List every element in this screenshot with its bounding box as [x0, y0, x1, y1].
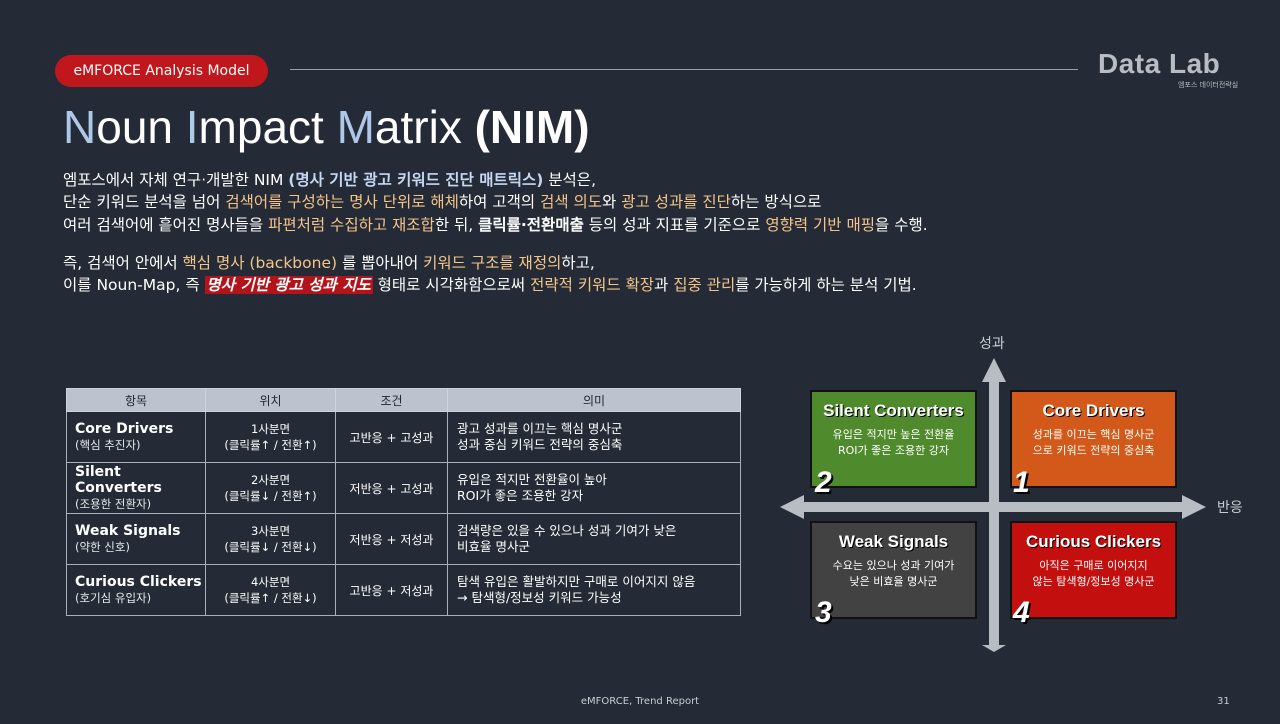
- table-header-row: 항목 위치 조건 의미: [66, 388, 741, 412]
- y-axis-label: 성과: [979, 336, 1005, 352]
- intro-line-4: 즉, 검색어 안에서 핵심 명사 (backbone) 를 뽑아내어 키워드 구…: [63, 254, 595, 272]
- logo-text: Data Lab: [1098, 48, 1221, 79]
- cell-position: 3사분면(클릭률↓ / 전환↓): [205, 513, 336, 565]
- cell-position: 1사분면(클릭률↑ / 전환↑): [205, 411, 336, 463]
- footer-text: eMFORCE, Trend Report: [580, 696, 700, 707]
- cell-item: Silent Converters(조용한 전환자): [66, 462, 206, 514]
- quadrant-number-3: 3: [815, 596, 832, 629]
- table-row: Weak Signals(약한 신호) 3사분면(클릭률↓ / 전환↓) 저반응…: [66, 513, 741, 565]
- cell-position: 2사분면(클릭률↓ / 전환↑): [205, 462, 336, 514]
- table-row: Silent Converters(조용한 전환자) 2사분면(클릭률↓ / 전…: [66, 462, 741, 514]
- cell-condition: 고반응 + 저성과: [335, 564, 448, 616]
- matrix-axes: [780, 358, 1206, 652]
- cell-item: Curious Clickers(호기심 유입자): [66, 564, 206, 616]
- quadrant-number-2: 2: [815, 466, 832, 499]
- cell-item: Weak Signals(약한 신호): [66, 513, 206, 565]
- x-axis-label: 반응: [1217, 500, 1243, 516]
- intro-line-2: 단순 키워드 분석을 넘어 검색어를 구성하는 명사 단위로 해체하여 고객의 …: [63, 193, 822, 211]
- header-condition: 조건: [335, 388, 448, 412]
- cell-meaning: 탐색 유입은 활발하지만 구매로 이어지지 않음→ 탐색형/정보성 키워드 가능…: [447, 564, 741, 616]
- cell-item: Core Drivers(핵심 추진자): [66, 411, 206, 463]
- data-lab-logo: Data Lab 엠포스 데이터전략실: [1098, 48, 1238, 93]
- x-axis-arrow: [780, 495, 1206, 519]
- page-title: Noun Impact Matrix (NIM): [63, 101, 590, 153]
- header-position: 위치: [205, 388, 336, 412]
- table-row: Curious Clickers(호기심 유입자) 4사분면(클릭률↑ / 전환…: [66, 564, 741, 616]
- page-number: 31: [1217, 696, 1230, 707]
- intro-line-1: 엠포스에서 자체 연구·개발한 NIM (명사 기반 광고 키워드 진단 매트릭…: [63, 171, 596, 189]
- intro-line-3: 여러 검색어에 흩어진 명사들을 파편처럼 수집하고 재조합한 뒤, 클릭률·전…: [63, 216, 928, 234]
- cell-condition: 고반응 + 고성과: [335, 411, 448, 463]
- logo-subtext: 엠포스 데이터전략실: [1178, 81, 1239, 89]
- model-badge: eMFORCE Analysis Model: [55, 55, 268, 87]
- header-item: 항목: [66, 388, 206, 412]
- header-meaning: 의미: [447, 388, 741, 412]
- quadrant-number-4: 4: [1013, 596, 1030, 629]
- quadrant-table: 항목 위치 조건 의미 Core Drivers(핵심 추진자) 1사분면(클릭…: [66, 388, 741, 616]
- intro-line-5: 이를 Noun-Map, 즉 명사 기반 광고 성과 지도 형태로 시각화함으로…: [63, 276, 917, 294]
- cell-position: 4사분면(클릭률↑ / 전환↓): [205, 564, 336, 616]
- header-divider: [290, 69, 1078, 70]
- quadrant-number-1: 1: [1013, 466, 1030, 499]
- cell-condition: 저반응 + 저성과: [335, 513, 448, 565]
- cell-condition: 저반응 + 고성과: [335, 462, 448, 514]
- table-row: Core Drivers(핵심 추진자) 1사분면(클릭률↑ / 전환↑) 고반…: [66, 411, 741, 463]
